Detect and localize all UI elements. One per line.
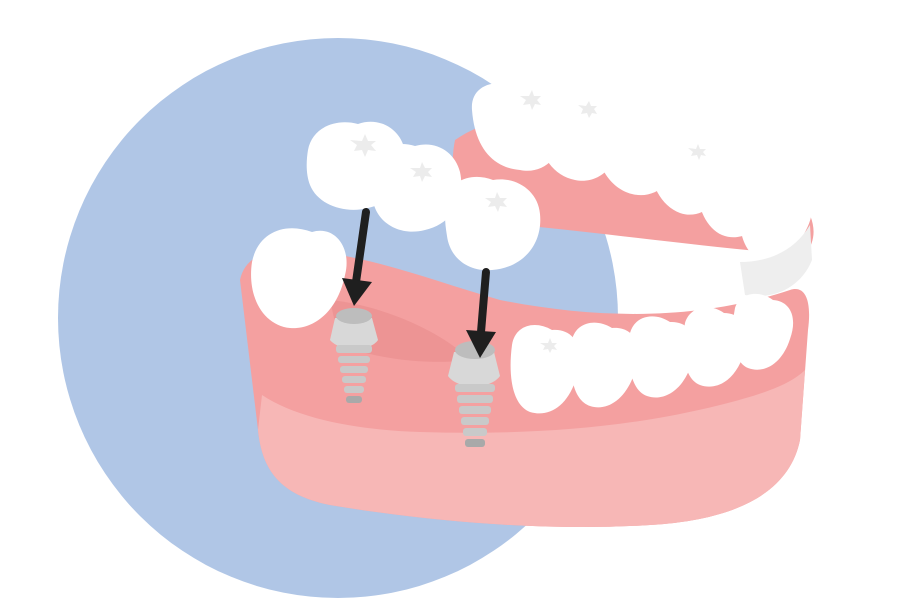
bridge-crown — [370, 144, 462, 232]
dental-bridge — [306, 121, 541, 271]
lower-molar — [251, 228, 347, 329]
lower-gum-highlight — [258, 370, 805, 528]
lower-tooth — [570, 322, 639, 408]
lower-tooth — [732, 293, 794, 370]
upper-teeth — [471, 82, 812, 297]
bridge-crown-sparkle — [485, 192, 507, 212]
lower-tooth — [510, 325, 580, 414]
bridge-crown — [444, 176, 541, 271]
lower-tooth-sparkle — [540, 338, 557, 353]
upper-tooth-sparkle — [520, 90, 541, 110]
placement-arrow-right — [466, 268, 496, 358]
upper-tooth-sparkle — [578, 101, 597, 118]
lower-teeth — [251, 228, 794, 414]
bridge-crown-sparkle — [410, 162, 432, 182]
dental-implant-right — [448, 341, 500, 447]
lower-tooth — [682, 307, 747, 387]
dental-implant-left — [330, 308, 378, 403]
lower-tooth — [628, 316, 695, 398]
placement-arrow-left — [342, 208, 372, 306]
upper-tooth-shadow — [740, 225, 812, 297]
bridge-crown-sparkle — [350, 134, 376, 157]
upper-tooth-sparkle — [688, 144, 706, 160]
upper-tooth — [739, 174, 812, 262]
